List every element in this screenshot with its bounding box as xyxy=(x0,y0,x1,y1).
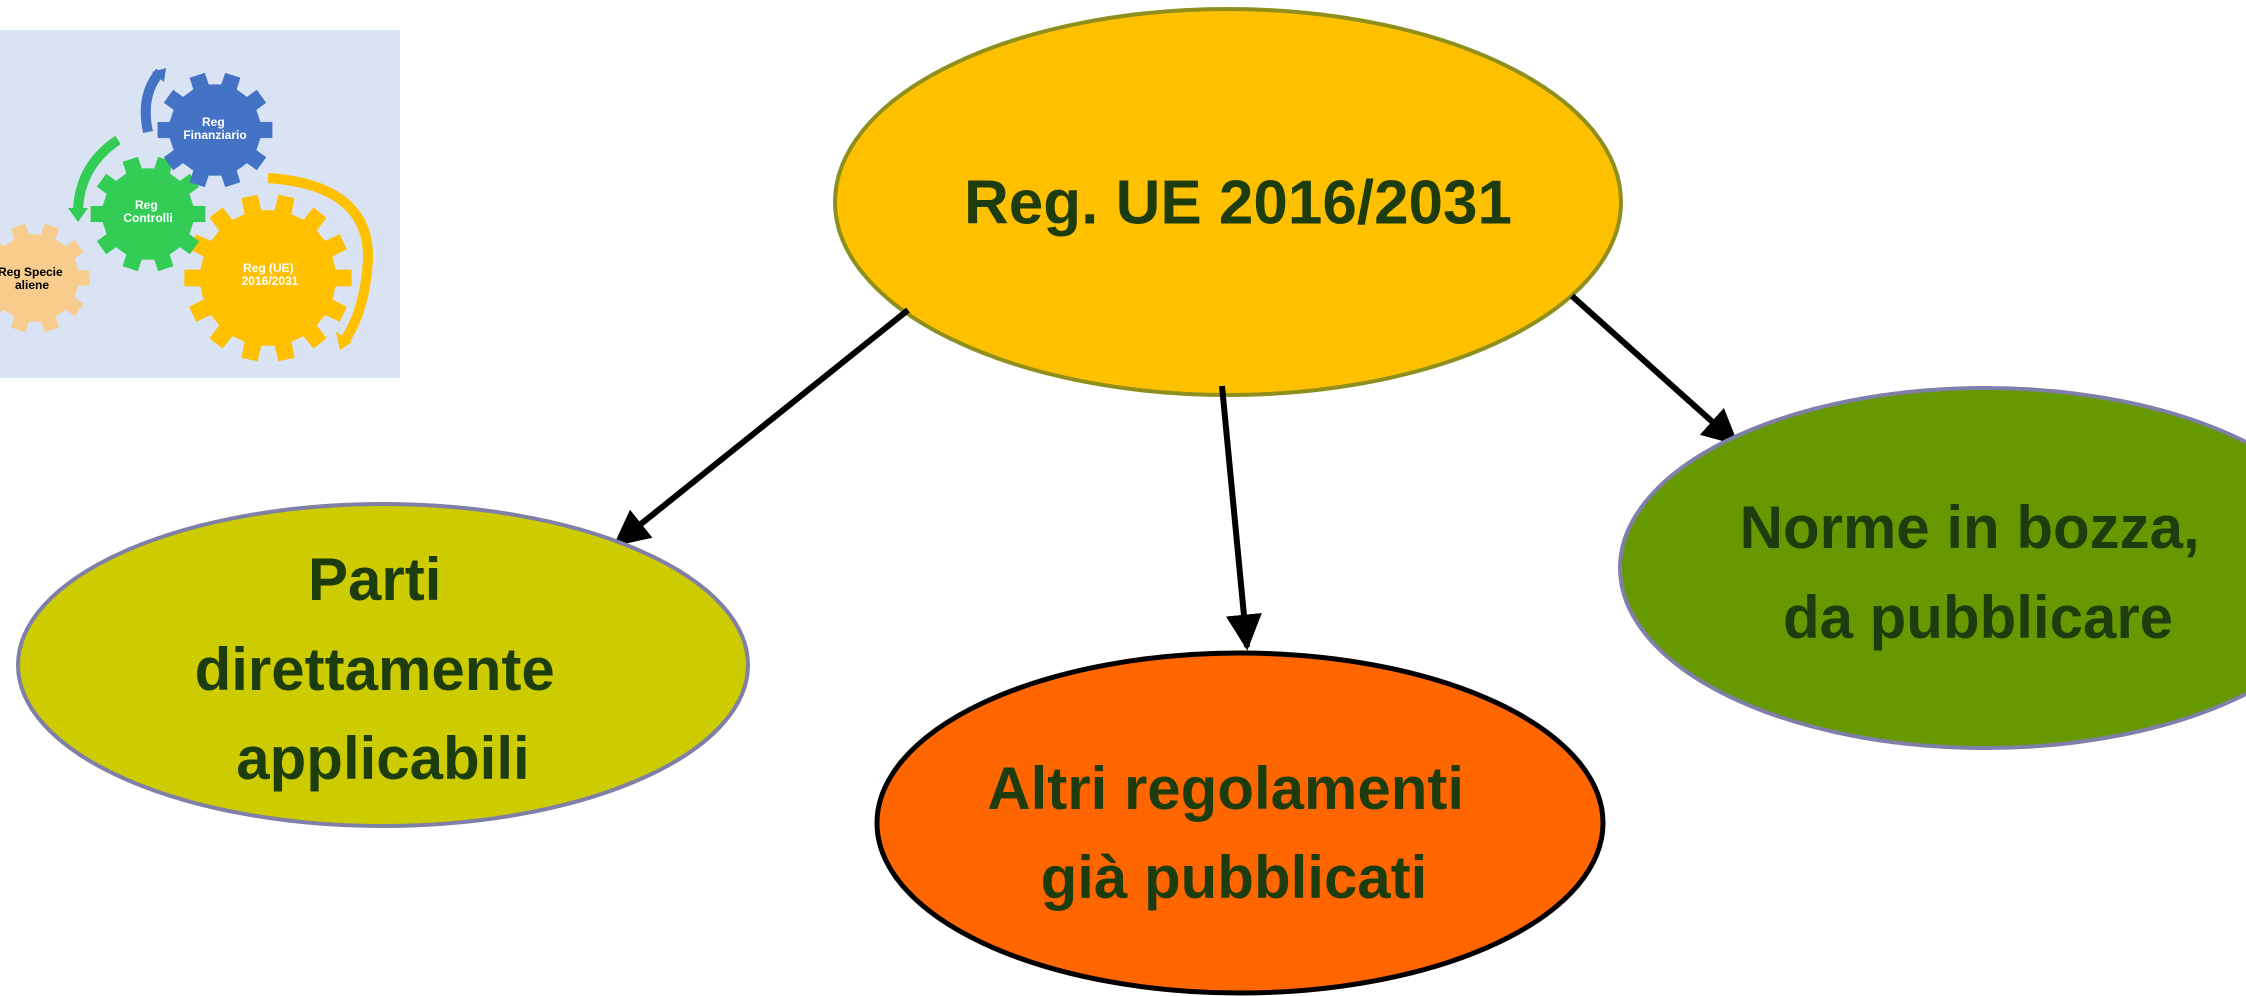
blue-cycle-arrow xyxy=(140,68,164,134)
bottom-node-line-2: già pubblicati xyxy=(1041,844,1428,911)
green-cycle-arrow xyxy=(73,135,121,211)
gear-green-label-1: Reg xyxy=(135,198,158,212)
svg-text:Parti direttamente app: Parti direttamente applicabili xyxy=(195,546,572,792)
gear-reg-ue-2016-2031 xyxy=(184,194,352,362)
gear-reg-specie-aliene xyxy=(0,223,90,333)
left-node-line-2: direttamente xyxy=(195,636,555,703)
blue-arrow-head-icon xyxy=(152,68,166,82)
gear-green-label-2: Controlli xyxy=(123,211,172,225)
gear-green-shape xyxy=(90,156,206,272)
gear-peach-label-1: Reg Specie xyxy=(0,265,63,279)
gear-blue-label-2: Finanziario xyxy=(183,128,246,142)
central-node-regulation xyxy=(833,7,1623,397)
svg-text:Reg Controlli: Reg Controlli xyxy=(123,198,172,225)
yellow-cycle-arrow xyxy=(267,173,374,343)
svg-text:Reg Finanziario: Reg Finanziario xyxy=(183,115,246,142)
right-node-line-2: da pubblicare xyxy=(1783,584,2173,651)
gear-yellow-label-2: 2016/2031 xyxy=(242,274,299,288)
right-node-line-1: Norme in bozza, xyxy=(1740,494,2200,561)
gear-reg-controlli xyxy=(90,156,206,272)
bottom-node-line-1: Altri regolamenti xyxy=(987,755,1464,822)
node-parti-direttamente-applicabili xyxy=(16,502,750,828)
svg-text:Norme in bozza, da pubbli: Norme in bozza, da pubblicare xyxy=(1740,494,2217,651)
arrow-to-parti-direttamente-applicabili xyxy=(613,307,910,547)
node-norme-in-bozza xyxy=(1618,386,2246,750)
gear-blue-label-1: Reg xyxy=(202,115,225,129)
node-altri-regolamenti xyxy=(874,650,1606,996)
left-node-line-3: applicabili xyxy=(236,725,529,792)
gear-reg-finanziario xyxy=(157,72,273,188)
gear-peach-shape xyxy=(0,223,90,333)
gear-blue-shape xyxy=(157,72,273,188)
gear-peach-label-2: aliene xyxy=(15,278,49,292)
left-node-line-1: Parti xyxy=(308,546,441,613)
arrow-to-altri-regolamenti xyxy=(1219,385,1262,651)
green-arrow-head-icon xyxy=(68,208,88,222)
svg-text:Reg (UE) 2016/2031: Reg (UE) 2016/2031 xyxy=(242,261,299,288)
gear-yellow-shape xyxy=(184,194,352,362)
yellow-arrow-head-icon xyxy=(336,332,352,350)
gears-thumbnail: Reg Finanziario Reg Controlli Reg (UE) 2… xyxy=(0,30,400,378)
svg-text:Reg Specie aliene: Reg Specie aliene xyxy=(0,265,66,292)
arrow-to-norme-in-bozza xyxy=(1569,293,1739,446)
central-node-label: Reg. UE 2016/2031 xyxy=(964,168,1512,237)
gear-yellow-label-1: Reg (UE) xyxy=(243,261,294,275)
svg-text:Altri regolamenti già pubb: Altri regolamenti già pubblicati xyxy=(987,755,1480,911)
